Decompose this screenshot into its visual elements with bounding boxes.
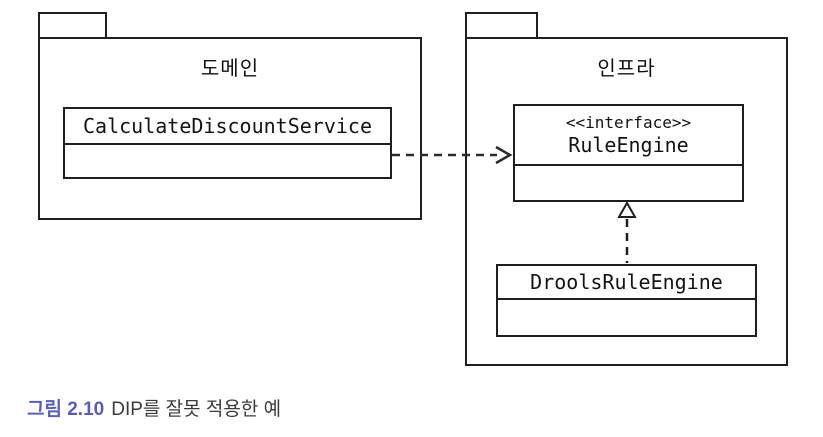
class-name: CalculateDiscountService bbox=[83, 114, 372, 138]
class-name-compartment: DroolsRuleEngine bbox=[498, 266, 755, 300]
infra-package-tab bbox=[465, 12, 538, 39]
interface-name: RuleEngine bbox=[568, 133, 689, 158]
figure-caption: 그림 2.10 DIP를 잘못 적용한 예 bbox=[27, 394, 281, 421]
interface-members-compartment bbox=[515, 166, 742, 200]
calculate-discount-service-class: CalculateDiscountService bbox=[63, 107, 392, 179]
class-name-compartment: CalculateDiscountService bbox=[65, 109, 390, 145]
rule-engine-interface: <<interface>> RuleEngine bbox=[513, 104, 744, 202]
caption-label: 그림 2.10 bbox=[27, 399, 105, 420]
class-name: DroolsRuleEngine bbox=[530, 270, 723, 294]
infra-package-title: 인프라 bbox=[597, 58, 656, 80]
domain-package-tab bbox=[38, 12, 107, 39]
class-members-compartment bbox=[498, 300, 755, 335]
caption-text: DIP를 잘못 적용한 예 bbox=[111, 399, 282, 420]
domain-package-title: 도메인 bbox=[200, 58, 260, 80]
interface-name-compartment: <<interface>> RuleEngine bbox=[515, 106, 742, 166]
drools-rule-engine-class: DroolsRuleEngine bbox=[496, 264, 757, 337]
interface-stereotype: <<interface>> bbox=[565, 112, 692, 132]
class-members-compartment bbox=[65, 145, 390, 177]
